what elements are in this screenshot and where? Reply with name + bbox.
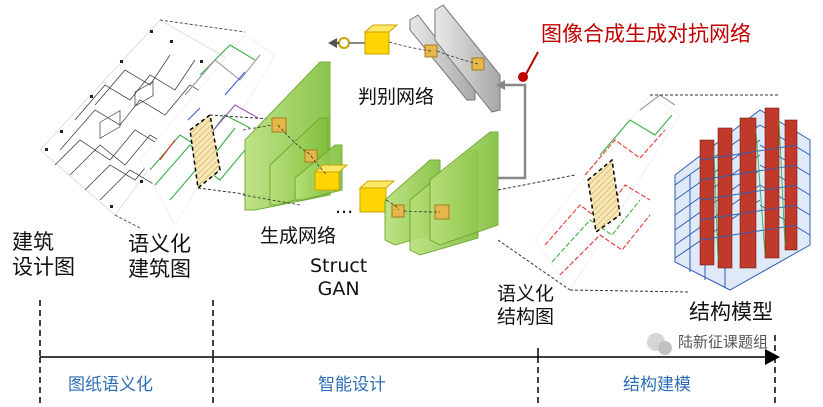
watermark-icon bbox=[647, 333, 672, 355]
model-name-label: Struct GAN bbox=[310, 255, 368, 300]
discriminator-label: 判别网络 bbox=[358, 86, 435, 108]
network-connections bbox=[242, 41, 479, 213]
arch-drawing-panel bbox=[39, 19, 246, 229]
stage-label-semantic-struct: 语义化 结构图 bbox=[497, 283, 555, 328]
semantic-arch-panel bbox=[139, 34, 291, 226]
stage-label-struct-model: 结构模型 bbox=[689, 300, 773, 324]
title-pointer bbox=[518, 51, 539, 82]
discriminator-output-arrow bbox=[328, 37, 365, 49]
phase-label-1: 智能设计 bbox=[318, 375, 386, 395]
discriminator-blocks bbox=[363, 4, 501, 113]
watermark-text: 陆新征课题组 bbox=[678, 333, 769, 351]
figure-title: 图像合成生成对抗网络 bbox=[541, 22, 751, 46]
generator-label: 生成网络 bbox=[260, 225, 337, 247]
ellipsis-label: ... bbox=[335, 196, 354, 218]
generator-to-discriminator-arrow bbox=[496, 80, 527, 180]
stage-label-arch-drawing: 建筑 设计图 bbox=[12, 230, 75, 280]
phase-label-0: 图纸语义化 bbox=[68, 375, 153, 395]
semantic-struct-panel bbox=[497, 94, 780, 293]
stage-label-semantic-arch: 语义化 建筑图 bbox=[128, 232, 191, 282]
structural-3d-model bbox=[674, 107, 811, 291]
generator-decoder-blocks bbox=[358, 131, 499, 256]
generator-encoder-blocks bbox=[244, 61, 349, 211]
phase-label-2: 结构建模 bbox=[623, 375, 691, 395]
timeline bbox=[39, 300, 780, 407]
